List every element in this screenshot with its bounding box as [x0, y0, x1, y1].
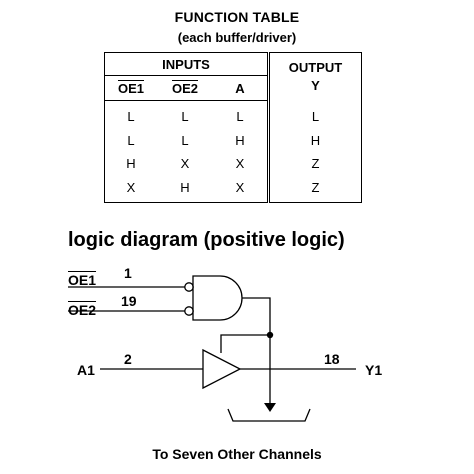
output-header-label: OUTPUT	[288, 59, 343, 75]
function-table: INPUTS OUTPUT Y OE1 OE2 A L L L L L L H …	[104, 52, 362, 203]
table-row: L L L L	[105, 100, 362, 129]
table-cell: L	[127, 132, 135, 148]
channel-arrow	[264, 403, 276, 412]
output-header: OUTPUT Y	[267, 52, 362, 101]
channels-footer: To Seven Other Channels	[152, 446, 322, 462]
table-cell: L	[181, 132, 189, 148]
oe2-pin-number: 19	[121, 293, 137, 309]
table-cell: X	[126, 179, 136, 195]
y1-pin-number: 18	[324, 351, 340, 367]
table-cell: H	[267, 128, 362, 152]
buffer-triangle	[202, 348, 242, 390]
table-cell: L	[267, 100, 362, 129]
table-cell: L	[181, 109, 189, 125]
buffer-enable-wire	[220, 334, 270, 353]
column-header-oe2: OE2	[157, 75, 213, 101]
table-cell: X	[180, 156, 190, 172]
table-cell: H	[180, 179, 190, 195]
column-header-oe1: OE1	[104, 75, 157, 101]
enable-wire	[242, 297, 271, 335]
junction-dot	[266, 331, 274, 339]
table-cell: L	[236, 109, 244, 125]
table-row: X H X Z	[105, 175, 362, 203]
column-header-a: A	[213, 75, 269, 101]
function-table-subtitle: (each buffer/driver)	[177, 30, 297, 45]
oe2-label: OE2	[68, 302, 97, 318]
table-cell: Z	[267, 175, 362, 203]
table-cell: H	[235, 132, 245, 148]
oe1-label: OE1	[68, 272, 97, 288]
inputs-header: INPUTS	[104, 52, 269, 76]
table-row: L L H H	[105, 128, 362, 152]
table-cell: H	[126, 156, 136, 172]
oe1-inversion-bubble	[184, 282, 194, 292]
a1-pin-number: 2	[124, 351, 132, 367]
table-cell: X	[235, 156, 245, 172]
table-cell: L	[127, 109, 135, 125]
function-table-title: FUNCTION TABLE	[174, 9, 300, 25]
table-cell: X	[235, 179, 245, 195]
logic-diagram-heading: logic diagram (positive logic)	[68, 229, 345, 251]
and-gate	[192, 275, 243, 321]
table-cell: Z	[267, 152, 362, 176]
table-row: H X X Z	[105, 152, 362, 176]
output-header-y: Y	[311, 77, 320, 93]
channel-brace	[227, 408, 311, 422]
a1-label: A1	[77, 362, 95, 378]
oe2-inversion-bubble	[184, 306, 194, 316]
y1-label: Y1	[365, 362, 383, 378]
oe1-pin-number: 1	[124, 265, 132, 281]
